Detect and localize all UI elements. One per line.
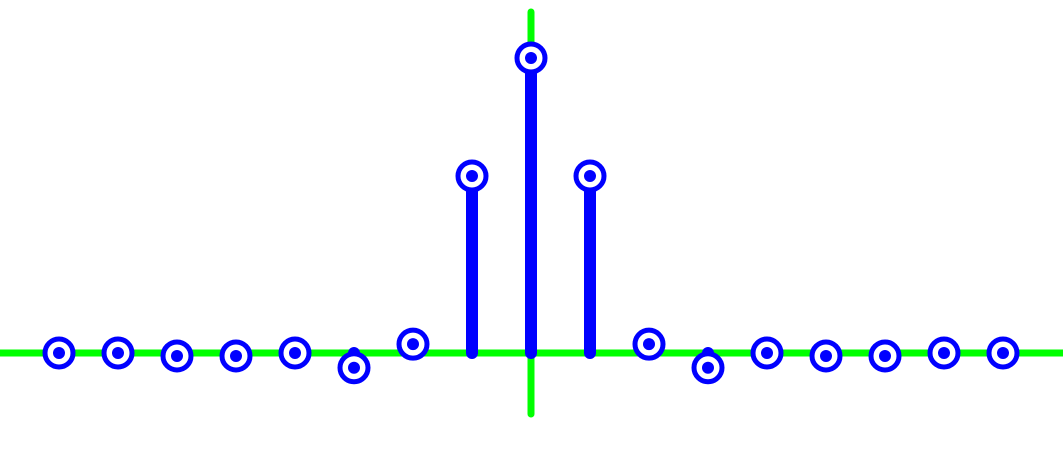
stem-marker-dot <box>525 52 537 64</box>
stem-marker-dot <box>289 347 301 359</box>
markers <box>42 41 1020 385</box>
stem-marker-dot <box>879 349 891 362</box>
stem-marker-dot <box>407 338 419 351</box>
stem-marker-dot <box>761 347 773 359</box>
stems <box>53 52 1009 374</box>
stem-marker-dot <box>702 361 714 374</box>
stem-marker-dot <box>584 170 596 182</box>
stem-marker-dot <box>112 347 124 359</box>
stem-marker-dot <box>938 347 950 359</box>
stem-marker-dot <box>53 347 65 359</box>
stem-marker-dot <box>348 361 360 374</box>
stem-marker-dot <box>820 349 832 362</box>
stem-marker-dot <box>171 349 183 362</box>
stem-marker-dot <box>466 170 478 182</box>
stem-marker-dot <box>230 349 242 362</box>
stem-marker-dot <box>997 347 1009 359</box>
stem-marker-dot <box>643 338 655 351</box>
